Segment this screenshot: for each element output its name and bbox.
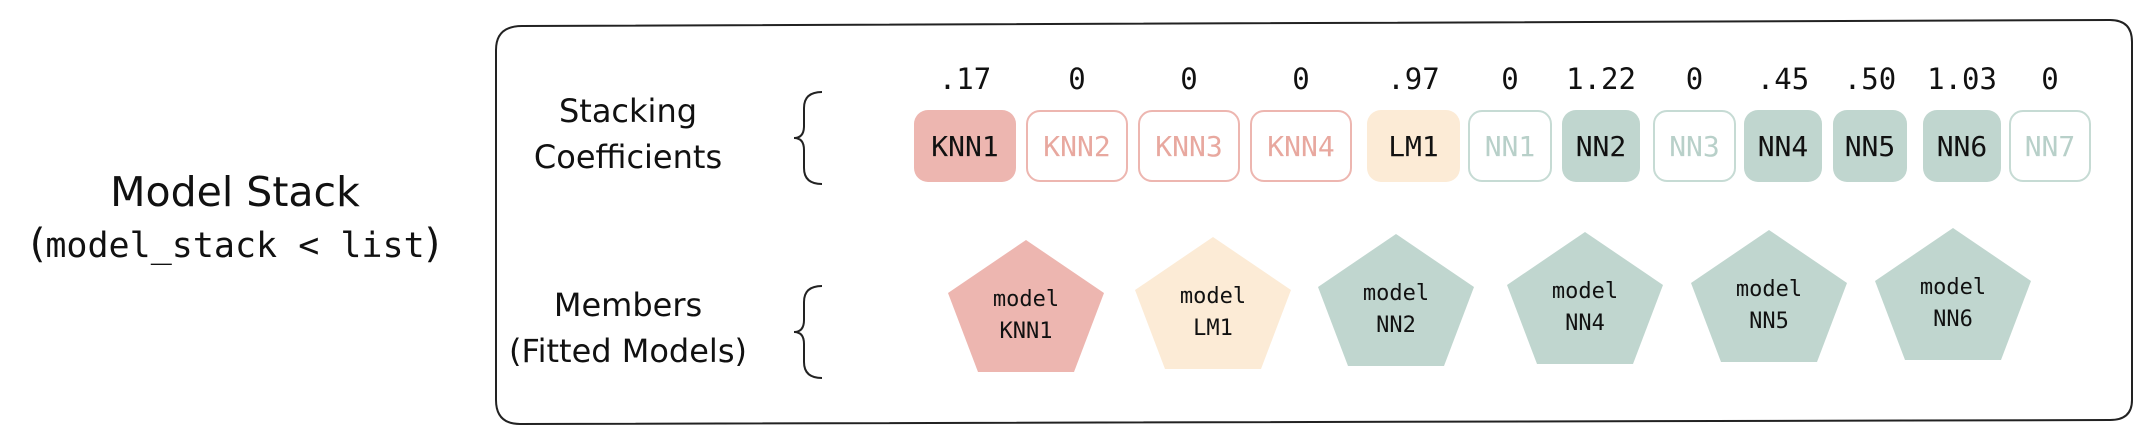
model-chip-knn3: KNN3	[1138, 110, 1240, 182]
pentagon-shape	[1875, 228, 2031, 360]
model-chip-knn1: KNN1	[914, 110, 1016, 182]
member-label-line1: model	[1551, 279, 1619, 304]
coefficient-value: 0	[1292, 62, 1310, 96]
coefficient-value: 1.03	[1927, 62, 1997, 96]
member-label-line2: NN6	[1933, 307, 1973, 332]
model-stack-title-block: Model Stack (model_stack < list)	[0, 168, 470, 274]
stacking-coefficients-label: Stacking Coefficients	[533, 92, 723, 176]
model-stack-subtitle: (model_stack < list)	[29, 221, 441, 267]
model-chip-knn4: KNN4	[1250, 110, 1352, 182]
coefficient-value: 0	[1068, 62, 1086, 96]
member-label-line1: model	[1179, 284, 1247, 309]
member-label-line2: NN2	[1376, 313, 1416, 338]
model-chip-nn7: NN7	[2009, 110, 2091, 182]
coefficient-value: .45	[1756, 62, 1810, 96]
model-chip-nn6: NN6	[1923, 110, 2001, 182]
member-label-line2: NN4	[1565, 311, 1605, 336]
coefficient-value: 0	[1180, 62, 1198, 96]
model-chip-nn5: NN5	[1833, 110, 1907, 182]
coefficients-brace	[793, 91, 823, 185]
model-chip-nn4: NN4	[1744, 110, 1822, 182]
coefficient-value: .97	[1387, 62, 1440, 96]
pentagon-shape	[1507, 232, 1663, 364]
members-label: Members (Fitted Models)	[509, 286, 747, 370]
model-chip-lm1: LM1	[1367, 110, 1460, 182]
coefficient-value: 1.22	[1566, 62, 1636, 96]
pentagon-shape	[1135, 237, 1291, 369]
coefficient-value: 0	[1685, 62, 1704, 96]
pentagon-shape	[1318, 234, 1474, 366]
model-chip-nn3: NN3	[1653, 110, 1736, 182]
coefficient-value: .17	[938, 62, 992, 96]
member-label-line1: model	[992, 287, 1060, 312]
member-label-line1: model	[1919, 275, 1987, 300]
model-chip-nn1: NN1	[1468, 110, 1552, 182]
model-chip-knn2: KNN2	[1026, 110, 1128, 182]
model-stack-title: Model Stack	[110, 168, 360, 216]
pentagon-shape	[1691, 230, 1847, 362]
model-chip-nn2: NN2	[1562, 110, 1640, 182]
pentagon-shape	[948, 240, 1104, 372]
coefficient-value: 0	[2041, 62, 2059, 96]
member-label-line2: KNN1	[999, 319, 1053, 344]
member-label-line1: model	[1735, 277, 1803, 302]
coefficient-value: .50	[1843, 62, 1897, 96]
member-label-line2: NN5	[1749, 309, 1789, 334]
members-brace	[793, 285, 823, 379]
subtitle-text: model_stack < list	[45, 226, 425, 266]
member-label-line2: LM1	[1193, 316, 1233, 341]
coefficient-value: 0	[1501, 62, 1519, 96]
member-label-line1: model	[1362, 281, 1430, 306]
